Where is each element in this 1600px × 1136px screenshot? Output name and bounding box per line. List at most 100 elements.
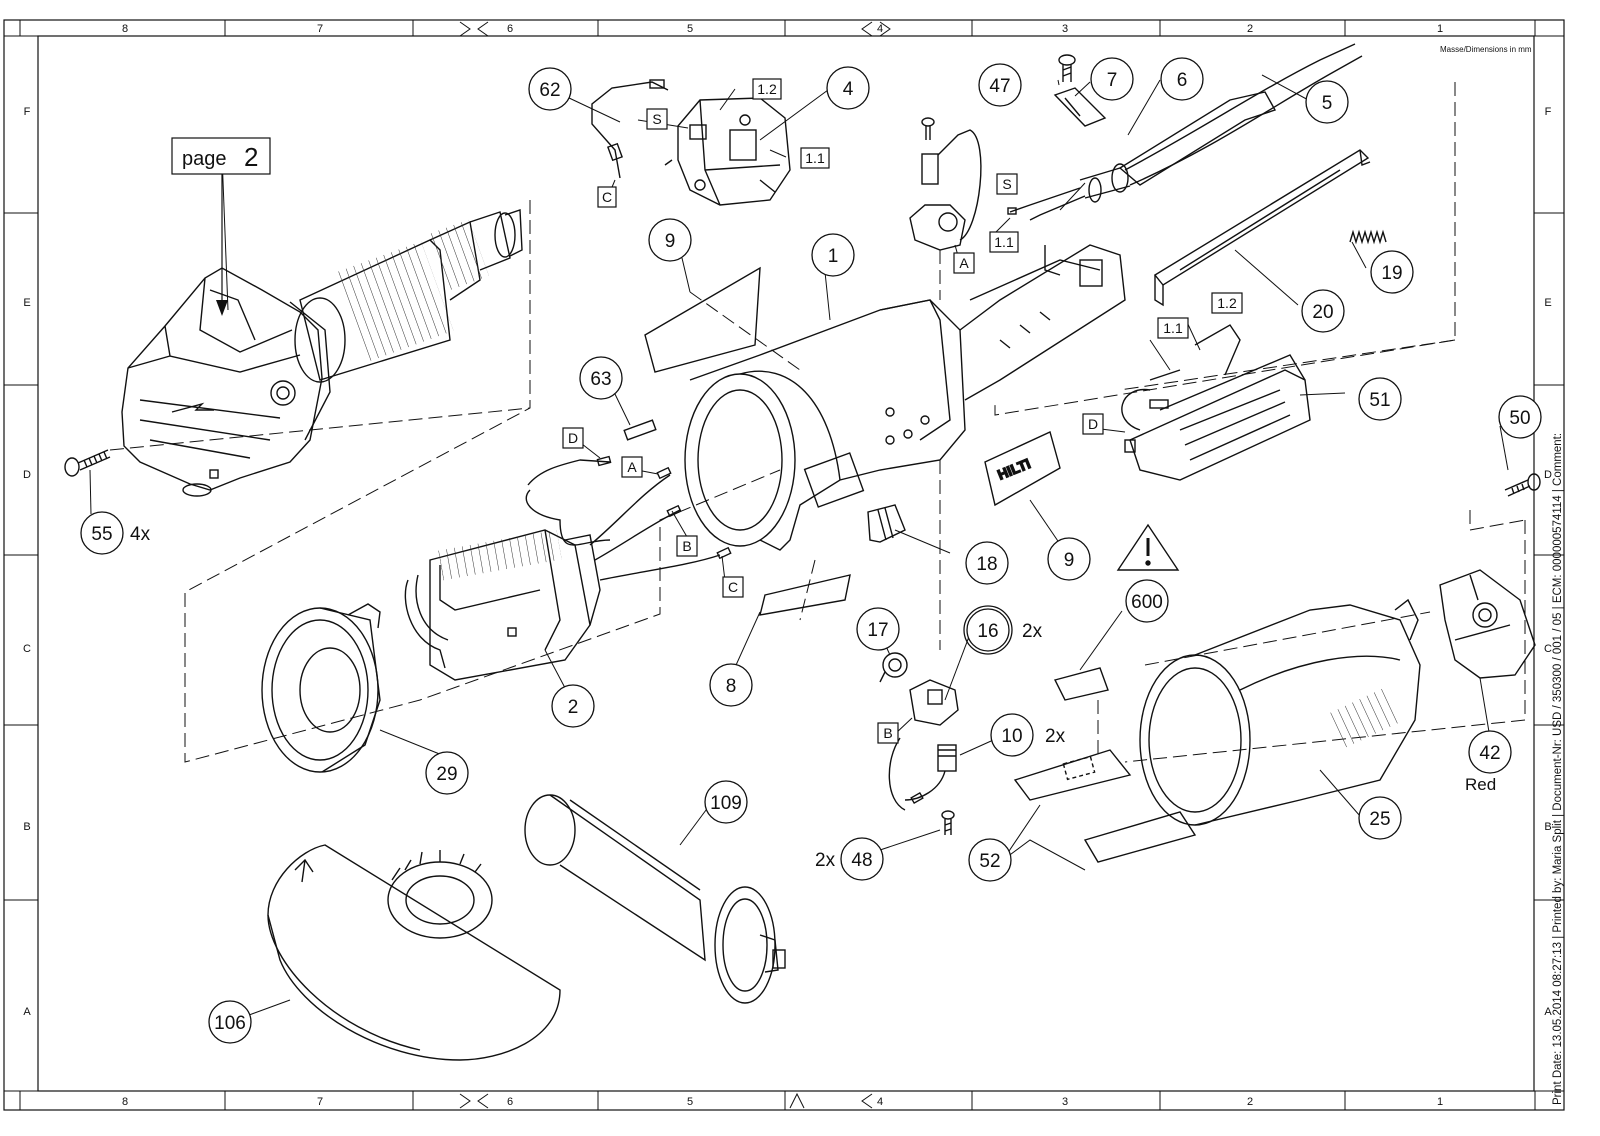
svg-text:17: 17 — [867, 620, 888, 641]
svg-text:52: 52 — [979, 851, 1000, 872]
callout-51: 51 — [1358, 377, 1402, 421]
grid-col-bottom-2: 2 — [1247, 1096, 1253, 1108]
grid-col-bottom-6: 6 — [507, 1096, 513, 1108]
box-label-1.1: 1.1 — [800, 147, 830, 169]
callout-55: 55 — [80, 511, 124, 555]
callout-16: 16 — [963, 605, 1013, 655]
center-lines — [799, 250, 1431, 760]
grid-row-right-B: B — [1544, 821, 1551, 833]
svg-text:19: 19 — [1381, 263, 1402, 284]
callout-25: 25 — [1358, 796, 1402, 840]
svg-text:47: 47 — [989, 76, 1010, 97]
gear-head-housing — [121, 267, 331, 497]
screw-48 — [941, 810, 955, 835]
page-reference: page 2 — [171, 137, 271, 316]
callout-52: 52 — [968, 838, 1012, 882]
svg-text:7: 7 — [1107, 70, 1118, 91]
svg-text:1.2: 1.2 — [1217, 295, 1237, 311]
svg-text:D: D — [1088, 416, 1098, 432]
svg-text:25: 25 — [1369, 809, 1390, 830]
label-600 — [1053, 667, 1109, 701]
svg-text:9: 9 — [1064, 550, 1075, 571]
svg-text:63: 63 — [590, 369, 611, 390]
alignment-marks — [459, 21, 891, 1109]
rear-housing-25 — [1139, 598, 1421, 826]
svg-text:9: 9 — [665, 231, 676, 252]
grid-row-right-D: D — [1544, 469, 1552, 481]
callout-106: 106 — [208, 1000, 252, 1044]
svg-text:5: 5 — [1322, 93, 1333, 114]
screw-47 — [1058, 54, 1076, 82]
carbon-brush-10 — [888, 737, 957, 811]
svg-text:600: 600 — [1131, 592, 1163, 613]
svg-text:B: B — [682, 538, 691, 554]
callout-20: 20 — [1301, 289, 1345, 333]
svg-text:S: S — [1002, 176, 1011, 192]
callout-4: 4 — [826, 66, 870, 110]
dimension-note: Masse/Dimensions in mm — [1440, 45, 1532, 54]
brush-holder-A — [909, 117, 982, 251]
callout-29: 29 — [425, 751, 469, 795]
svg-text:1.2: 1.2 — [757, 81, 777, 97]
box-label-S: S — [996, 173, 1018, 195]
warning-triangle-icon — [1116, 523, 1180, 571]
svg-text:2: 2 — [568, 697, 579, 718]
label-8 — [759, 574, 851, 616]
callout-1: 1 — [811, 233, 855, 277]
page-ref-word: page — [182, 148, 227, 170]
callout-9: 9 — [1047, 537, 1091, 581]
quantity-q55: 4x — [130, 524, 151, 545]
lock-button-18 — [867, 504, 906, 543]
svg-text:1: 1 — [828, 246, 839, 267]
svg-text:8: 8 — [726, 676, 737, 697]
box-label-A: A — [953, 252, 975, 274]
box-label-1.1: 1.1 — [1157, 317, 1189, 339]
callout-63: 63 — [579, 356, 623, 400]
svg-text:1.1: 1.1 — [994, 234, 1014, 250]
grid-ruler — [4, 20, 1564, 1110]
grid-row-right-F: F — [1545, 106, 1552, 118]
svg-text:29: 29 — [436, 764, 457, 785]
screw-50 — [1504, 473, 1541, 497]
grid-col-bottom-4: 4 — [877, 1096, 883, 1108]
field-wires — [525, 455, 732, 581]
inner-frame — [37, 35, 1535, 1092]
callout-5: 5 — [1305, 80, 1349, 124]
svg-text:A: A — [627, 459, 637, 475]
grid-row-left-F: F — [24, 106, 31, 118]
parts-art: HILTI — [64, 43, 1541, 1061]
grid-col-bottom-1: 1 — [1437, 1096, 1443, 1108]
callout-2: 2 — [551, 684, 595, 728]
svg-text:6: 6 — [1177, 70, 1188, 91]
grid-col-top-1: 1 — [1437, 23, 1443, 35]
cable-leads-S — [1007, 187, 1086, 221]
outer-frame — [3, 19, 1565, 1111]
grid-row-left-E: E — [23, 297, 30, 309]
svg-text:S: S — [652, 111, 661, 127]
box-label-D: D — [562, 427, 584, 449]
callout-47: 47 — [978, 63, 1022, 107]
callout-19: 19 — [1370, 250, 1414, 294]
svg-text:4: 4 — [843, 79, 854, 100]
assembly-outline-right — [994, 82, 1526, 763]
svg-text:1.1: 1.1 — [1163, 320, 1183, 336]
box-label-D: D — [1082, 413, 1104, 435]
callout-18: 18 — [965, 541, 1009, 585]
callout-109: 109 — [704, 780, 748, 824]
callout-48: 48 — [840, 837, 884, 881]
grid-row-right-A: A — [1544, 1006, 1552, 1018]
grid-row-right-C: C — [1544, 643, 1552, 655]
color-label-red: Red — [1465, 775, 1496, 794]
switch-4 — [664, 97, 791, 206]
spring-19 — [1349, 229, 1387, 245]
svg-text:A: A — [959, 255, 969, 271]
svg-text:51: 51 — [1369, 390, 1390, 411]
callout-6: 6 — [1160, 57, 1204, 101]
connector-63 — [623, 419, 657, 441]
wheel-guard-106 — [267, 844, 561, 1061]
quantity-q16: 2x — [1022, 621, 1043, 642]
grid-col-bottom-5: 5 — [687, 1096, 693, 1108]
